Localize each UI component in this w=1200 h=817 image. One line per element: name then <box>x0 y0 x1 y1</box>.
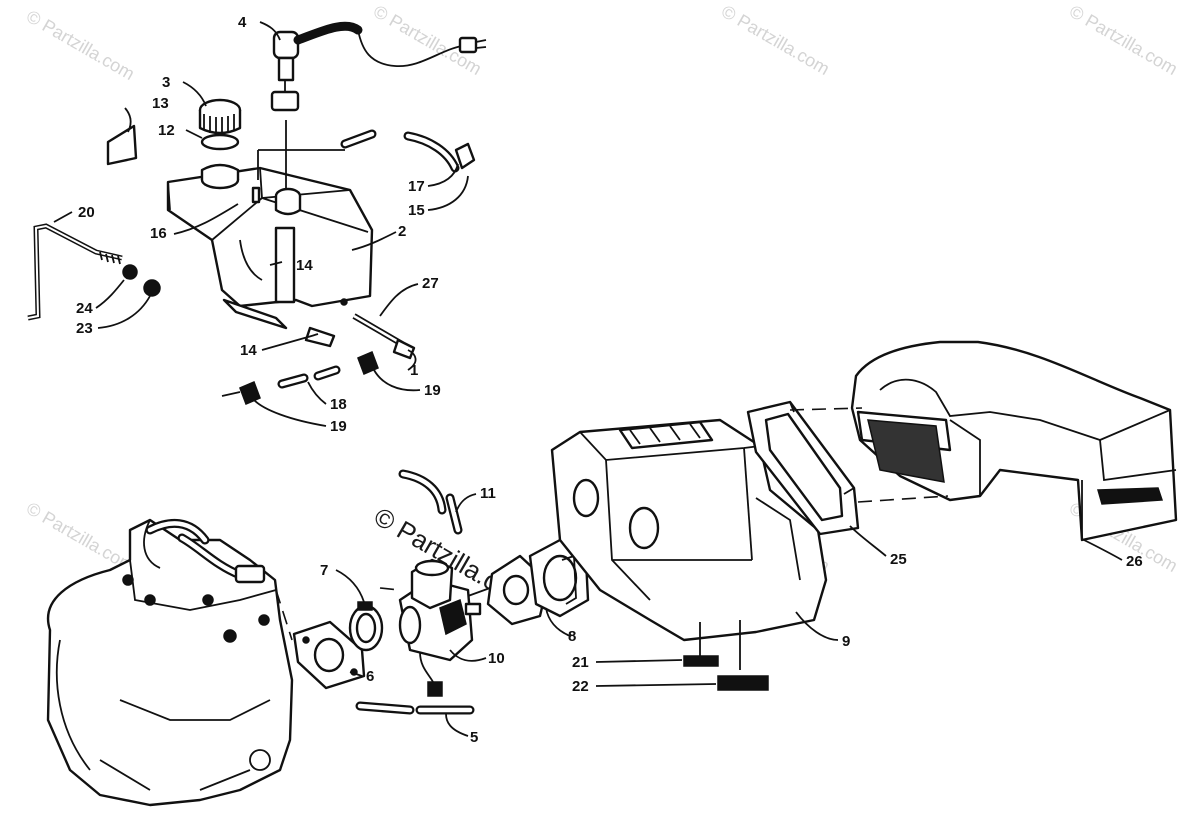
leader-lines <box>53 21 1123 737</box>
part-3-filler-cap <box>198 98 242 151</box>
part-27-bolt <box>352 313 416 360</box>
watermark: © Partzilla.com <box>718 1 833 79</box>
assembly-guide-lines <box>275 407 949 641</box>
part-15-17-vent-hose <box>340 129 476 173</box>
part-14-straps <box>222 298 336 348</box>
callout-25: 25 <box>890 551 907 568</box>
callout-8: 8 <box>568 628 576 645</box>
part-21-22-pads <box>683 620 769 691</box>
part-20-support-rod <box>27 223 161 321</box>
part-11-vent-hose <box>398 469 463 535</box>
part-7-clamp <box>348 601 384 652</box>
part-2-tank <box>166 149 374 308</box>
part-9-airbox <box>550 418 828 642</box>
callout-3: 3 <box>162 74 170 91</box>
callout-22: 22 <box>572 678 589 695</box>
callout-5: 5 <box>470 729 478 746</box>
callout-19-upper: 19 <box>424 382 441 399</box>
callout-1: 1 <box>410 362 418 379</box>
part-13-bracket <box>106 124 138 166</box>
watermark: © Partzilla.com <box>1066 1 1181 79</box>
callout-24: 24 <box>76 300 93 317</box>
watermark: © Partzilla.com <box>23 6 138 84</box>
callout-13: 13 <box>152 95 169 112</box>
callout-6: 6 <box>366 668 374 685</box>
callout-21: 21 <box>572 654 589 671</box>
callout-23: 23 <box>76 320 93 337</box>
callout-26: 26 <box>1126 553 1143 570</box>
callout-11: 11 <box>480 485 496 502</box>
callout-2: 2 <box>398 223 406 240</box>
part-26-air-duct <box>850 340 1178 542</box>
callout-27: 27 <box>422 275 439 292</box>
part-18-19-fuel-line <box>221 351 379 405</box>
engine-block <box>46 518 294 807</box>
part-5-fuel-hose <box>355 701 475 715</box>
callout-19-lower: 19 <box>330 418 347 435</box>
callout-14-straps: 14 <box>240 342 257 359</box>
callout-18: 18 <box>330 396 347 413</box>
callout-7: 7 <box>320 562 328 579</box>
callout-12: 12 <box>158 122 175 139</box>
callout-15: 15 <box>408 202 425 219</box>
callout-labels: 4 3 13 12 17 15 16 2 20 14 27 24 23 14 1… <box>76 14 1143 746</box>
callout-10: 10 <box>488 650 505 667</box>
callout-17: 17 <box>408 178 425 195</box>
callout-16: 16 <box>150 225 167 242</box>
part-25-gasket <box>746 400 860 536</box>
part-6-intake-flange <box>292 620 366 690</box>
callout-9: 9 <box>842 633 850 650</box>
callout-4: 4 <box>238 14 247 31</box>
callout-20: 20 <box>78 204 95 221</box>
part-8-adapter-boot <box>486 538 590 626</box>
callout-14-tank: 14 <box>296 257 313 274</box>
part-10-carburetor <box>398 558 491 697</box>
